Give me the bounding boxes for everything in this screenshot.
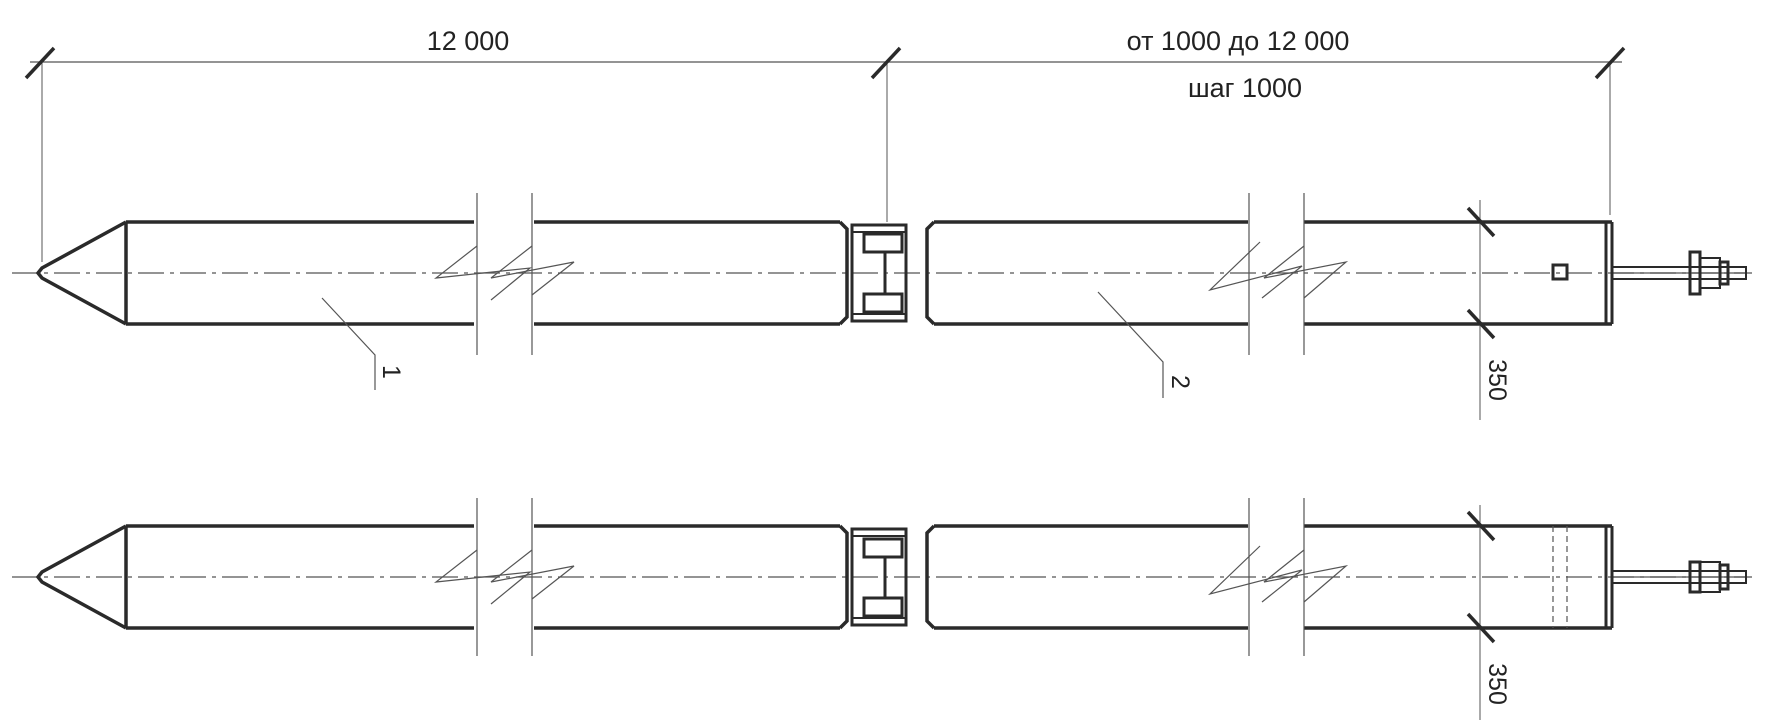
tick-mark	[24, 46, 56, 80]
pile-end-2	[925, 524, 936, 630]
callout-leader-1	[321, 297, 376, 390]
diameter-label-top: 350	[1483, 359, 1511, 401]
callout-leader-2	[1097, 291, 1164, 398]
anchor-bolt	[1611, 560, 1747, 594]
break-mark	[1207, 193, 1349, 355]
pile-end-2	[925, 220, 936, 326]
callout-label-2: 2	[1166, 375, 1194, 389]
tick-mark	[1466, 308, 1496, 340]
break-mark	[433, 193, 575, 355]
tick-mark	[1466, 206, 1496, 238]
tick-mark	[1466, 612, 1496, 644]
pile-tip	[35, 524, 127, 630]
dimension-chain	[24, 46, 1626, 262]
pile-tip	[35, 220, 127, 326]
tick-mark	[1594, 46, 1626, 80]
pile-joint	[850, 223, 908, 323]
anchor-bolt	[1611, 250, 1747, 296]
break-mark	[433, 498, 575, 656]
pile-front-view	[12, 193, 1752, 420]
pile-joint	[850, 527, 908, 627]
break-mark	[1207, 498, 1349, 656]
pile-end-1	[838, 220, 849, 326]
dimension-12000: 12 000	[427, 26, 510, 56]
pile-end-1	[838, 524, 849, 630]
tick-mark	[870, 46, 902, 80]
diameter-label-bottom: 350	[1483, 663, 1511, 705]
hidden-hole	[1552, 526, 1568, 628]
pile-side-view	[12, 498, 1752, 720]
callout-label-1: 1	[377, 365, 405, 379]
dimension-range: от 1000 до 12 000	[1127, 26, 1350, 56]
dimension-step: шаг 1000	[1188, 73, 1302, 103]
marker-square	[1551, 263, 1569, 281]
tick-mark	[1466, 510, 1496, 542]
